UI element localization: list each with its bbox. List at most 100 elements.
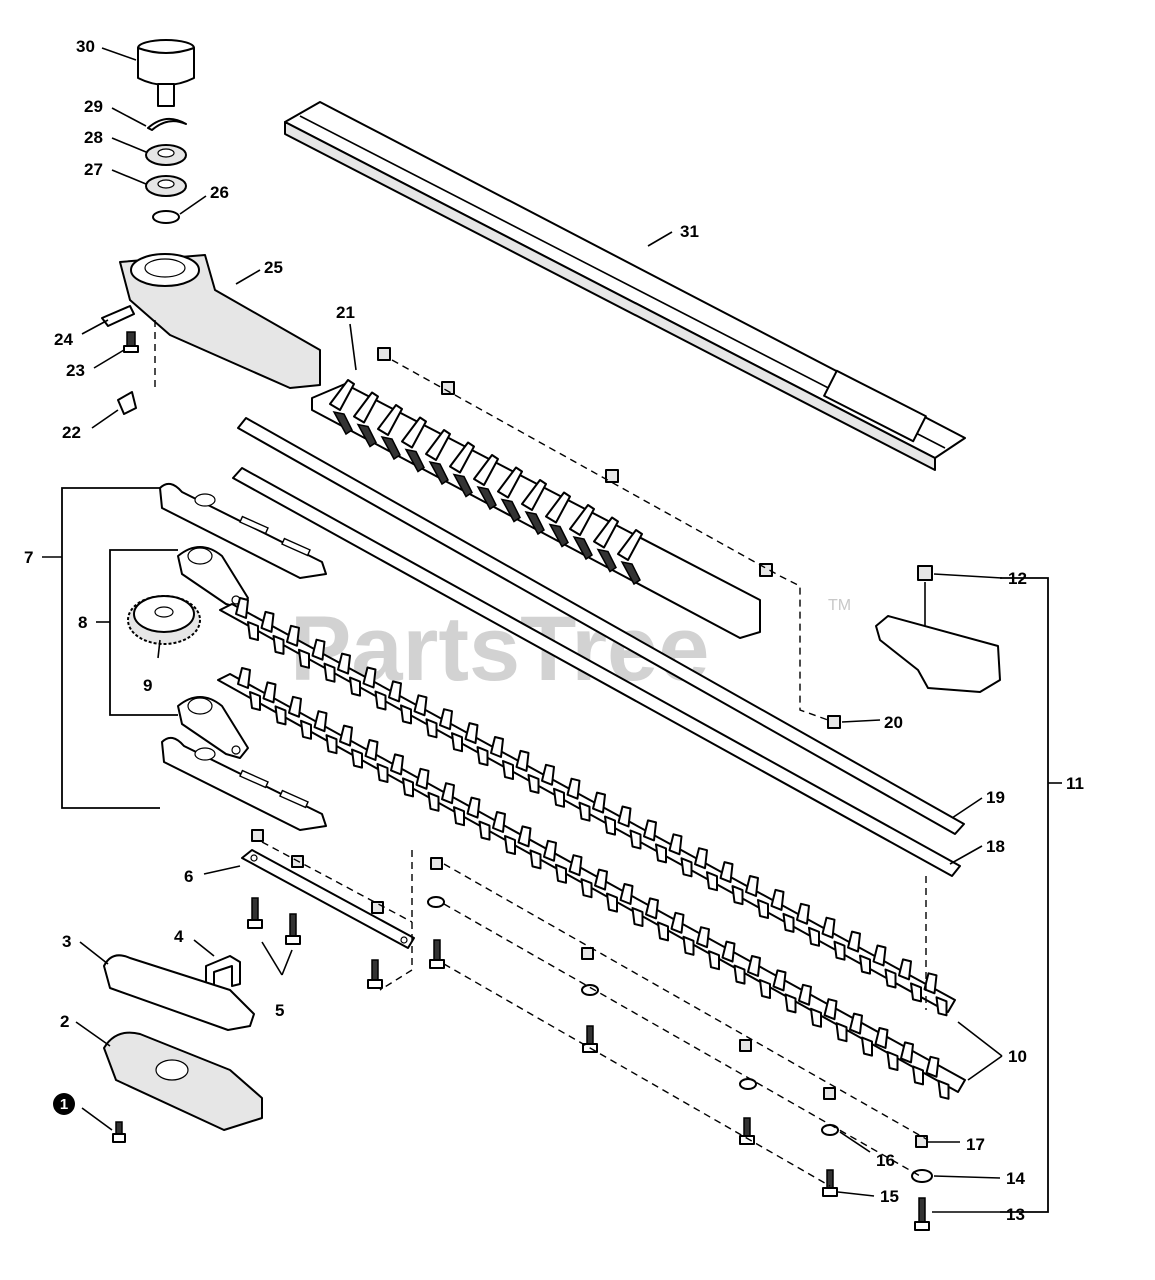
callout-8[interactable]: 8 — [78, 613, 87, 632]
blade-tooth — [415, 767, 430, 790]
part-25-gear-case[interactable] — [119, 253, 321, 389]
part-6-nut-c[interactable] — [371, 901, 384, 914]
callout-3[interactable]: 3 — [62, 932, 71, 951]
callout-20[interactable]: 20 — [884, 713, 903, 732]
callout-9[interactable]: 9 — [143, 676, 152, 695]
blade-tooth — [548, 523, 569, 548]
part-31-blade-cover[interactable] — [284, 101, 966, 471]
callout-22[interactable]: 22 — [62, 423, 81, 442]
callout-15[interactable]: 15 — [880, 1187, 899, 1206]
part-17-nuts[interactable] — [430, 857, 928, 1148]
callout-25[interactable]: 25 — [264, 258, 283, 277]
blade-tooth — [349, 676, 361, 697]
part-5-bolts[interactable] — [247, 897, 445, 989]
part-9-gear[interactable] — [127, 595, 201, 645]
callout-24[interactable]: 24 — [54, 330, 73, 349]
blade-tooth — [300, 719, 312, 740]
callout-16[interactable]: 16 — [876, 1151, 895, 1170]
callout-5[interactable]: 5 — [275, 1001, 284, 1020]
callout-7[interactable]: 7 — [24, 548, 33, 567]
callout-12[interactable]: 12 — [1008, 569, 1027, 588]
blade-tooth — [835, 1022, 848, 1043]
blade-tooth — [541, 763, 555, 786]
part-6-plate[interactable] — [241, 849, 415, 949]
part-18-blade-guide[interactable] — [232, 467, 961, 877]
callout-21[interactable]: 21 — [336, 303, 355, 322]
callout-6[interactable]: 6 — [184, 867, 193, 886]
blade-tooth — [553, 787, 565, 808]
part-6-nut-a[interactable] — [251, 829, 264, 842]
callout-26[interactable]: 26 — [210, 183, 229, 202]
part-12-nut[interactable] — [917, 565, 933, 581]
part-8-crank-lower[interactable] — [177, 696, 249, 759]
callout-14[interactable]: 14 — [1006, 1169, 1025, 1188]
bracket-11 — [1000, 577, 1049, 1213]
part-10-lower-blades[interactable] — [217, 597, 966, 1100]
callout-18[interactable]: 18 — [986, 837, 1005, 856]
blade-tooth — [580, 878, 593, 899]
part-23-bolt[interactable] — [123, 331, 139, 353]
callout-28[interactable]: 28 — [84, 128, 103, 147]
callout-4[interactable]: 4 — [174, 927, 184, 946]
blade-tooth — [572, 535, 593, 561]
part-11-guide-plate[interactable] — [875, 615, 1001, 693]
callout-2[interactable]: 2 — [60, 1012, 69, 1031]
part-24-plate[interactable] — [101, 305, 135, 327]
blade-tooth — [286, 624, 300, 647]
blade-tooth — [668, 833, 683, 856]
blade-tooth — [325, 734, 338, 755]
blade-tooth — [886, 1051, 899, 1071]
part-28-bearing[interactable] — [145, 144, 187, 166]
blade-tooth — [569, 504, 595, 536]
part-30-drive-gear[interactable] — [137, 39, 195, 107]
blade-tooth — [721, 940, 736, 963]
blade-tooth — [670, 911, 685, 934]
part-26-washer[interactable] — [152, 210, 180, 224]
callout-29[interactable]: 29 — [84, 97, 103, 116]
part-19-blade-guide[interactable] — [237, 417, 965, 835]
part-14-washer[interactable] — [911, 1169, 933, 1183]
blade-tooth — [643, 819, 657, 842]
blade-tooth — [694, 847, 708, 870]
blade-tooth — [910, 982, 922, 1003]
part-21-upper-blade[interactable] — [311, 379, 761, 639]
blade-tooth — [833, 940, 846, 961]
callout-30[interactable]: 30 — [76, 37, 95, 56]
blade-tooth — [329, 379, 355, 411]
part-2-gear-cover[interactable] — [103, 1031, 263, 1131]
bracket-8 — [109, 549, 178, 716]
callout-1-badge[interactable]: 1 — [53, 1093, 75, 1115]
blade-tooth — [364, 739, 379, 761]
part-13-bolt[interactable] — [914, 1197, 930, 1231]
part-22-grease-fitting[interactable] — [117, 391, 137, 415]
callout-27[interactable]: 27 — [84, 160, 103, 179]
callout-23[interactable]: 23 — [66, 361, 85, 380]
blade-tooth — [377, 404, 403, 436]
blade-tooth — [452, 473, 473, 498]
blade-tooth — [497, 466, 523, 499]
callout-13[interactable]: 13 — [1006, 1205, 1025, 1224]
callout-31[interactable]: 31 — [680, 222, 699, 241]
part-8-crank-upper[interactable] — [177, 546, 249, 609]
part-7-plate-upper[interactable] — [159, 482, 327, 579]
part-1-screw[interactable] — [112, 1121, 126, 1143]
callout-11[interactable]: 11 — [1066, 774, 1084, 793]
part-7-plate-lower[interactable] — [161, 736, 327, 831]
part-16-washers[interactable] — [427, 896, 839, 1136]
blade-tooth — [353, 391, 379, 424]
part-3-gasket[interactable] — [103, 954, 255, 1031]
part-29-snap-ring[interactable] — [147, 117, 187, 131]
blade-tooth — [428, 460, 449, 486]
callout-17[interactable]: 17 — [966, 1135, 985, 1154]
blade-tooth — [770, 888, 785, 911]
blade-tooth — [311, 638, 326, 661]
callout-19[interactable]: 19 — [986, 788, 1005, 807]
part-15-bolts[interactable] — [582, 1025, 838, 1197]
blade-tooth — [847, 930, 861, 953]
part-27-bearing[interactable] — [145, 175, 187, 197]
callout-10[interactable]: 10 — [1008, 1047, 1027, 1066]
blade-tooth — [731, 885, 744, 906]
blade-tooth — [798, 983, 812, 1006]
blade-tooth — [655, 843, 667, 864]
